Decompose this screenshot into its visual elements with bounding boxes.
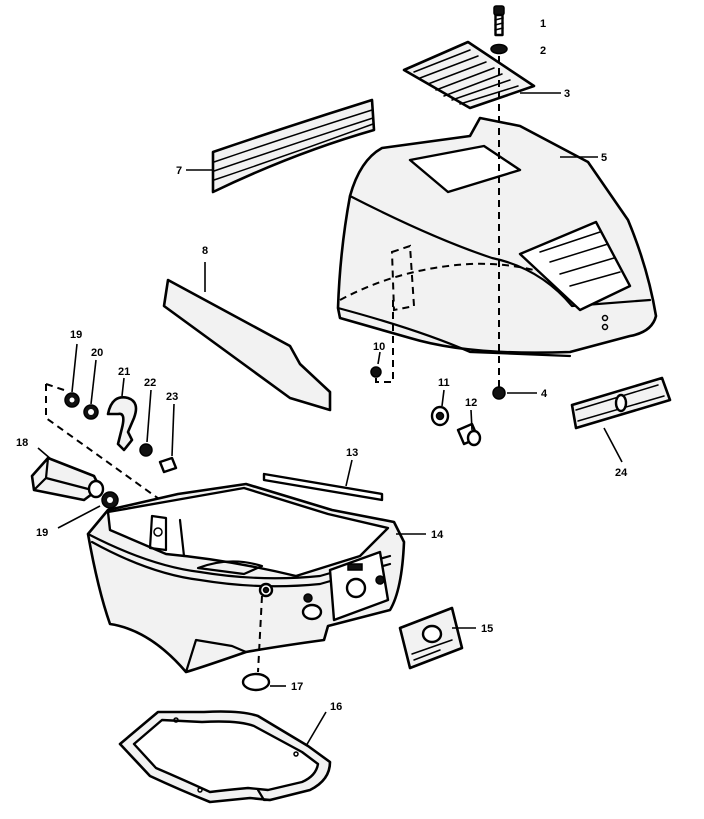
part-3-vent-grille	[402, 40, 561, 110]
part-11-grommet	[430, 389, 450, 427]
callout-16: 16	[330, 701, 342, 713]
part-20-washer	[83, 359, 99, 420]
callout-15: 15	[481, 623, 493, 635]
callout-13: 13	[346, 447, 358, 459]
part-13-rod	[262, 459, 384, 502]
part-18-handle	[30, 447, 105, 502]
part-8-seal-strip	[162, 262, 332, 412]
callout-8: 8	[202, 245, 208, 257]
part-15-plate	[398, 606, 476, 670]
part-16-gasket	[118, 710, 332, 804]
callout-24: 24	[615, 467, 628, 479]
callout-10: 10	[373, 341, 385, 353]
part-2-washer	[490, 43, 508, 55]
callout-14: 14	[431, 529, 444, 541]
callout-23: 23	[166, 391, 178, 403]
callout-1: 1	[540, 18, 546, 30]
part-21-latch-hook	[106, 377, 138, 452]
callout-19-lower: 19	[36, 527, 48, 539]
part-22-nut	[139, 389, 153, 457]
part-19-nut	[64, 343, 80, 408]
part-17-plug	[241, 672, 286, 692]
drain-axis-line	[257, 595, 263, 673]
latch-hardware-group	[45, 343, 181, 515]
callout-labels: 1 2 3 4 5 7 8 10 11 12 13 14 15 16 17 18…	[16, 18, 628, 713]
callout-5: 5	[601, 152, 607, 164]
part-19-lower-nut	[57, 491, 119, 529]
callout-19-upper: 19	[70, 329, 82, 341]
callout-21: 21	[118, 366, 130, 378]
callout-22: 22	[144, 377, 156, 389]
part-23-bolt	[158, 403, 178, 474]
part-4-grommet	[492, 386, 537, 400]
callout-4: 4	[541, 388, 548, 400]
callout-2: 2	[540, 45, 546, 57]
callout-20: 20	[91, 347, 103, 359]
part-14-bottom-cowl	[86, 482, 426, 674]
callout-3: 3	[564, 88, 570, 100]
part-12-screw	[456, 409, 482, 447]
callout-18: 18	[16, 437, 28, 449]
part-1-screw	[493, 5, 505, 37]
callout-12: 12	[465, 397, 477, 409]
callout-11: 11	[438, 377, 450, 389]
part-7-trim-strip	[186, 98, 376, 194]
part-24-decal-plate	[570, 376, 672, 463]
callout-7: 7	[176, 165, 182, 177]
part-5-top-cowl	[336, 116, 658, 358]
part-10-nut	[370, 300, 394, 383]
callout-17: 17	[291, 681, 303, 693]
